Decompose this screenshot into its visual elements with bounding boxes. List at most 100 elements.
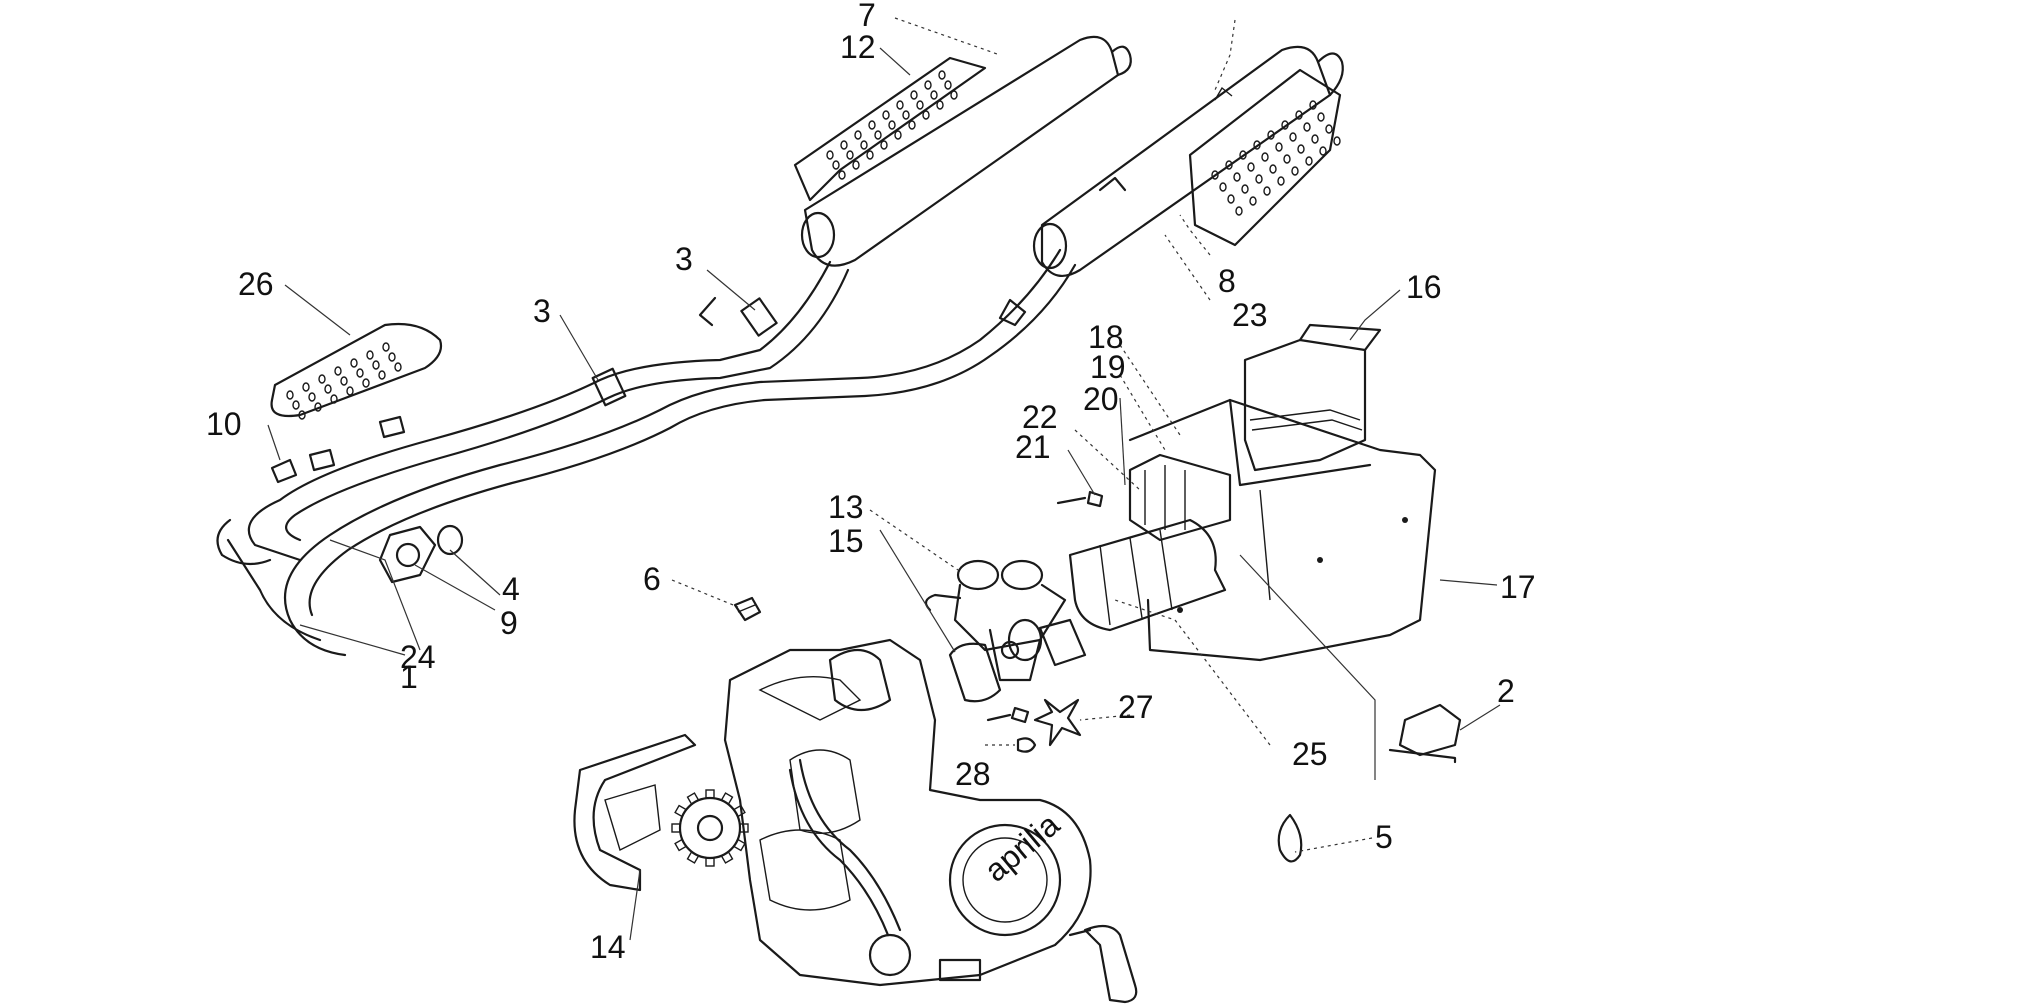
shield-hole — [896, 100, 904, 110]
shield-hole — [1239, 150, 1247, 160]
screw-small — [1056, 490, 1104, 508]
callout-7: 7 — [858, 0, 876, 33]
callout-9: 9 — [500, 605, 518, 641]
callout-15: 15 — [828, 523, 864, 559]
shield-hole — [880, 140, 888, 150]
callout-18: 18 — [1088, 319, 1124, 355]
carburettor-pair — [924, 559, 1067, 682]
shield-hole — [1289, 132, 1297, 142]
shield-hole — [286, 390, 294, 400]
sprocket-tooth — [720, 792, 734, 805]
shield-hole — [1281, 120, 1289, 130]
callout-25: 25 — [1292, 736, 1328, 772]
screw — [986, 706, 1030, 724]
shield-hole — [1311, 134, 1319, 144]
muffler-left — [800, 35, 1132, 267]
shield-hole — [372, 360, 380, 370]
sprocket-cover-assembly — [573, 733, 749, 892]
shield-hole — [298, 410, 306, 420]
shield-hole — [840, 140, 848, 150]
sprocket-tooth — [686, 792, 700, 805]
shield-hole — [902, 110, 910, 120]
shield-hole — [1295, 110, 1303, 120]
callout-21: 21 — [1015, 429, 1051, 465]
mounting-bracket — [1388, 703, 1462, 764]
heat-guard-front — [270, 322, 443, 420]
shield-hole — [1275, 142, 1283, 152]
bolt-cap — [733, 596, 762, 622]
air-box — [1128, 398, 1437, 662]
callout-3-lower: 3 — [533, 293, 551, 329]
callout-2: 2 — [1497, 673, 1515, 709]
shield-hole — [1249, 196, 1257, 206]
sprocket-tooth — [671, 823, 681, 833]
engine-logo: aprilia — [978, 806, 1067, 889]
plug — [1016, 737, 1037, 753]
shield-hole — [1247, 162, 1255, 172]
callout-1: 1 — [400, 659, 418, 695]
shield-hole — [944, 80, 952, 90]
shield-hole — [1303, 122, 1311, 132]
shield-hole — [882, 110, 890, 120]
kick-start-lever — [1068, 924, 1138, 1004]
shield-hole — [350, 358, 358, 368]
shield-hole — [826, 150, 834, 160]
shield-hole — [346, 386, 354, 396]
callout-17: 17 — [1500, 569, 1536, 605]
callout-12: 12 — [840, 29, 876, 65]
shield-hole — [868, 120, 876, 130]
shield-hole — [916, 100, 924, 110]
shield-hole — [1225, 160, 1233, 170]
shield-hole — [846, 150, 854, 160]
gasket-ring — [436, 524, 464, 556]
heat-shield-right — [1188, 68, 1342, 247]
shield-hole — [1319, 146, 1327, 156]
shield-hole — [356, 368, 364, 378]
shield-hole — [1219, 182, 1227, 192]
callout-10: 10 — [206, 406, 242, 442]
shield-hole — [378, 370, 386, 380]
shield-hole — [394, 362, 402, 372]
air-intake-duct — [1243, 323, 1382, 472]
callout-3-upper: 3 — [675, 241, 693, 277]
bracket-small — [270, 415, 406, 484]
callout-19: 19 — [1090, 349, 1126, 385]
shield-hole — [1269, 164, 1277, 174]
callout-27: 27 — [1118, 689, 1154, 725]
callout-22: 22 — [1022, 399, 1058, 435]
shield-hole — [924, 80, 932, 90]
callout-8: 8 — [1218, 263, 1236, 299]
shield-hole — [1267, 130, 1275, 140]
callout-6: 6 — [643, 561, 661, 597]
sprocket-tooth — [674, 804, 687, 818]
sprocket-tooth — [739, 823, 749, 833]
callout-23: 23 — [1232, 297, 1268, 333]
callout-24: 24 — [400, 639, 436, 675]
shield-hole — [382, 342, 390, 352]
callout-20: 20 — [1083, 381, 1119, 417]
shield-hole — [838, 170, 846, 180]
callout-5: 5 — [1375, 819, 1393, 855]
sprocket-tooth — [720, 851, 734, 864]
sprocket-tooth — [674, 838, 687, 852]
air-filter-assembly — [1068, 453, 1232, 632]
callout-4: 4 — [502, 571, 520, 607]
shield-hole — [894, 130, 902, 140]
shield-hole — [1325, 124, 1333, 134]
pipe-clamp — [591, 296, 1027, 407]
shield-hole — [1235, 206, 1243, 216]
shield-hole — [930, 90, 938, 100]
shield-hole — [366, 350, 374, 360]
shield-hole — [1333, 136, 1341, 146]
shield-hole — [292, 400, 300, 410]
star-washer — [1033, 698, 1082, 747]
shield-hole — [1317, 112, 1325, 122]
shield-hole — [1277, 176, 1285, 186]
sprocket-tooth — [686, 851, 700, 864]
sprocket-tooth — [733, 838, 746, 852]
shield-hole — [318, 374, 326, 384]
shield-hole — [388, 352, 396, 362]
shield-hole — [362, 378, 370, 388]
shield-hole — [1263, 186, 1271, 196]
